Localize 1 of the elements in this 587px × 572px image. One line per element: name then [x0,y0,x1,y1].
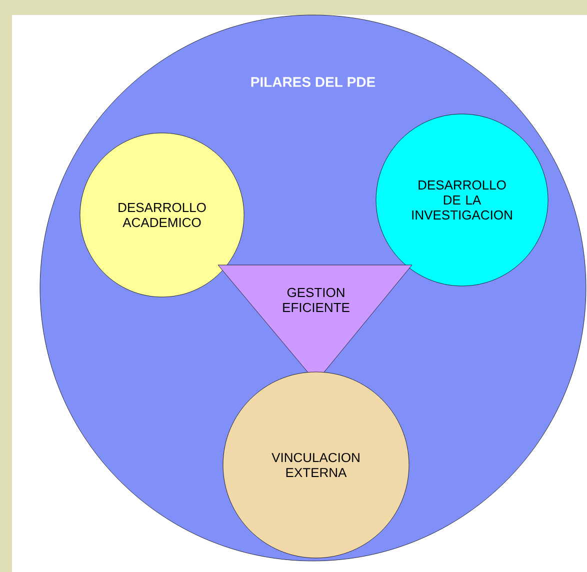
triangle: GESTION EFICIENTE [218,264,412,382]
